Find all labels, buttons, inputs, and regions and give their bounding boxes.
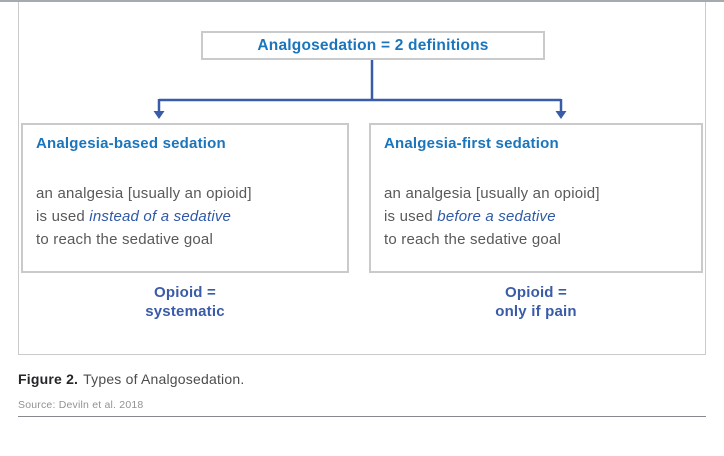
body-line: to reach the sedative goal [36,231,213,248]
note-line: only if pain [495,303,577,320]
body-line: an analgesia [usually an opioid] [384,185,600,202]
body-line: is used instead of a sedative [36,205,334,228]
top-border-line [0,0,724,2]
figure-caption-text: Types of Analgosedation. [83,371,245,387]
body-line-prefix: is used [384,208,438,225]
definition-body: an analgesia [usually an opioid] is used… [36,182,334,251]
down-arrow-icon [153,111,165,119]
body-line: is used before a sedative [384,205,688,228]
definition-box-analgesia-based: Analgesia-based sedation an analgesia [u… [21,123,349,273]
figure-caption: Figure 2.Types of Analgosedation. [18,371,244,387]
body-line: to reach the sedative goal [384,231,561,248]
body-line: an analgesia [usually an opioid] [36,185,252,202]
note-line: Opioid = [153,284,217,301]
source-text: Source: Deviln et al. 2018 [18,399,144,411]
note-line: systematic [145,303,225,320]
definition-title: Analgesia-first sedation [384,135,559,152]
note-line: Opioid = [504,284,568,301]
body-line-emphasis: before a sedative [437,208,556,225]
root-node-box: Analgosedation = 2 definitions [201,31,545,60]
figure-caption-label: Figure 2. [18,371,79,387]
opioid-note-right: Opioid = only if pain [369,283,703,321]
divider-line [18,416,706,417]
body-line-emphasis: instead of a sedative [89,208,232,225]
definition-title: Analgesia-based sedation [36,135,226,152]
opioid-note-left: Opioid = systematic [21,283,349,321]
root-node-label: Analgosedation = 2 definitions [257,36,489,54]
body-line-prefix: is used [36,208,90,225]
figure-frame: Analgosedation = 2 definitions Analgesia… [18,2,706,355]
definition-body: an analgesia [usually an opioid] is used… [384,182,688,251]
definition-box-analgesia-first: Analgesia-first sedation an analgesia [u… [369,123,703,273]
down-arrow-icon [555,111,567,119]
